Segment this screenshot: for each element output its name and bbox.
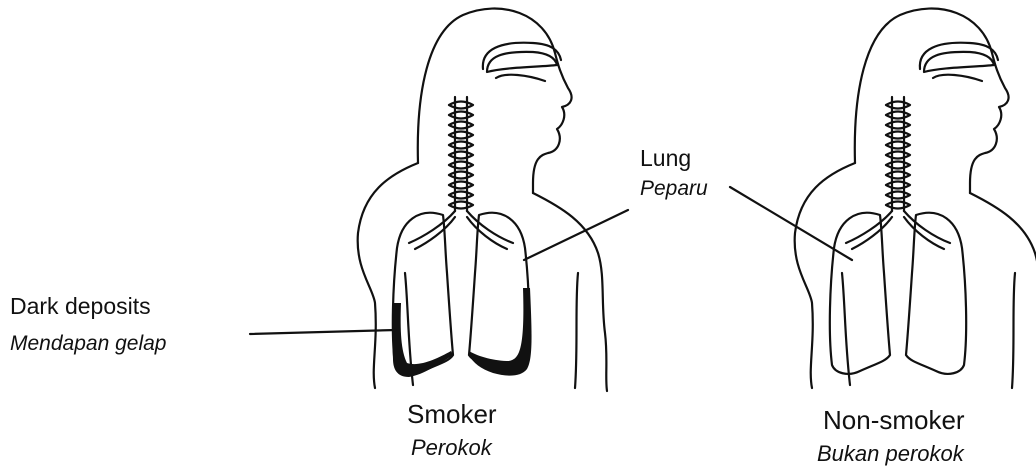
non-smoker-caption: Non-smoker [823,407,965,433]
lung-leader-line-smoker [524,210,628,260]
lung-label-translation: Peparu [640,178,708,199]
smoker-caption-translation: Perokok [411,437,492,459]
non-smoker-figure [795,9,1036,391]
smoker-caption: Smoker [407,401,497,427]
non-smoker-caption-translation: Bukan perokok [817,443,964,465]
dark-deposit-left-lung [393,303,453,377]
dark-deposit-right-lung [469,288,532,376]
lung-label: Lung [640,147,691,170]
dark-deposits-label: Dark deposits [10,295,151,318]
dark-deposits-leader-line [250,330,396,334]
smoker-figure [358,9,607,391]
lung-leader-line-non-smoker [730,187,852,260]
dark-deposits-label-translation: Mendapan gelap [10,333,166,354]
